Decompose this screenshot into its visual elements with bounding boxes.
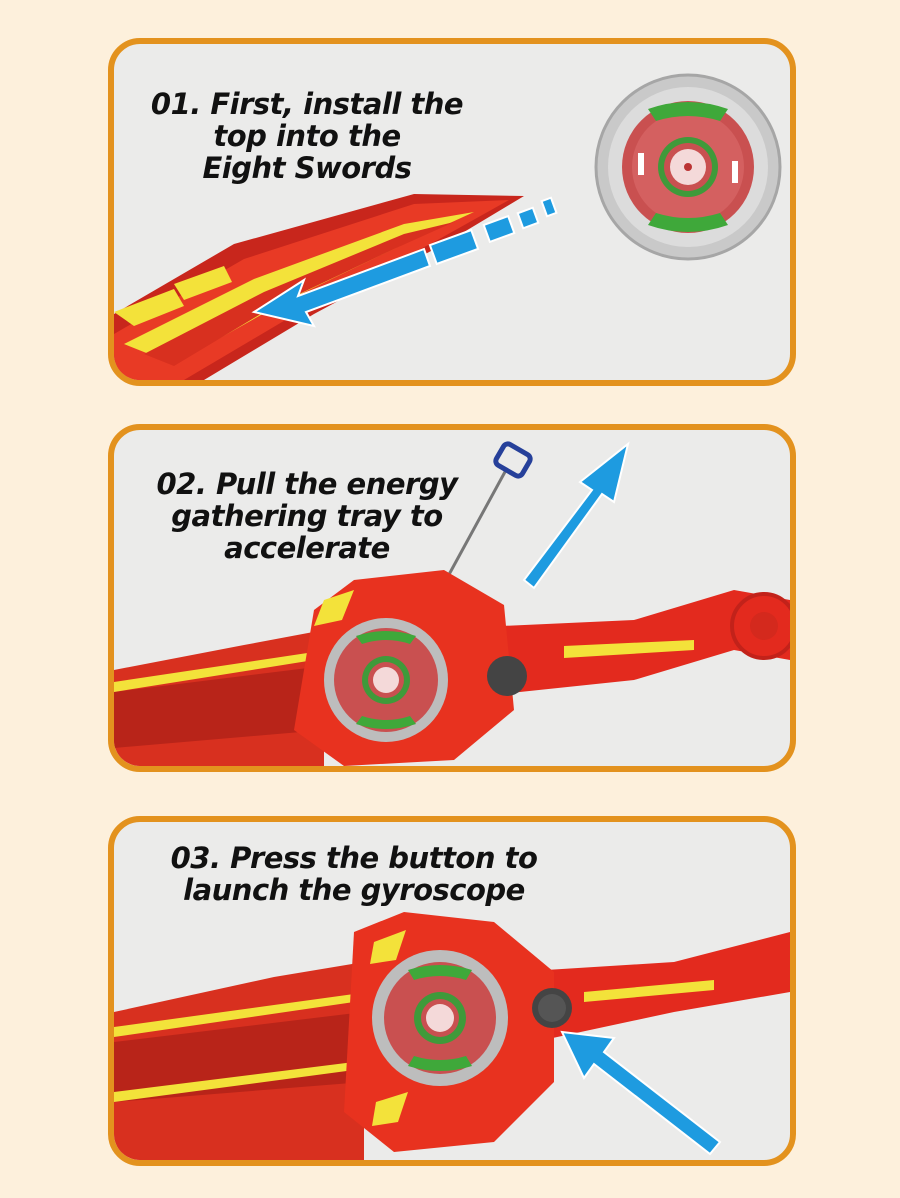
step-panel-2: 02. Pull the energy gathering tray to ac… bbox=[108, 424, 796, 772]
arrow-up-left-icon bbox=[560, 1030, 722, 1156]
step-2-illustration bbox=[114, 441, 790, 766]
dashed-arrow-left-icon bbox=[251, 196, 558, 328]
sword-with-launcher-icon bbox=[114, 912, 790, 1160]
arrow-up-right-icon bbox=[522, 441, 630, 590]
step-3-instruction: 03. Press the button to launch the gyros… bbox=[170, 841, 538, 907]
step-panel-3: 03. Press the button to launch the gyros… bbox=[108, 816, 796, 1166]
step-3-illustration bbox=[114, 912, 790, 1160]
spinning-top-icon bbox=[594, 73, 782, 261]
launch-button-icon bbox=[538, 994, 566, 1022]
step-1-instruction: 01. First, install the top into the Eigh… bbox=[150, 87, 464, 185]
step-panel-1: 01. First, install the top into the Eigh… bbox=[108, 38, 796, 386]
ripcord-handle-icon bbox=[444, 441, 533, 581]
step-2-instruction: 02. Pull the energy gathering tray to ac… bbox=[156, 467, 458, 565]
sword-blade-icon bbox=[114, 194, 524, 380]
step-1-illustration bbox=[114, 73, 782, 380]
sword-with-launcher-icon bbox=[114, 570, 790, 766]
